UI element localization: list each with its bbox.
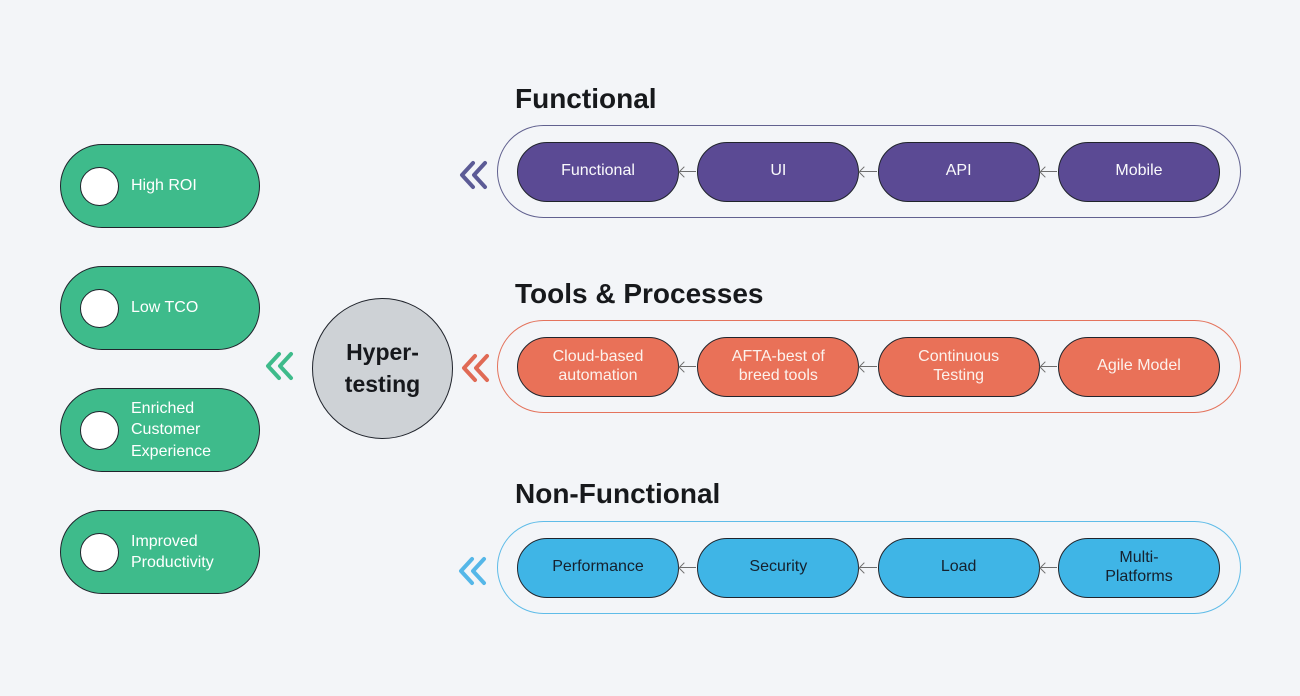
- node-pill: Mobile: [1057, 141, 1220, 202]
- node-pill: Cloud-based automation: [517, 336, 679, 397]
- benefit-label: Improved Productivity: [131, 532, 214, 571]
- bullet-circle-icon: [80, 288, 119, 328]
- benefit-label: Enriched Customer Experience: [131, 400, 212, 460]
- bullet-circle-icon: [80, 410, 119, 450]
- node-pill: Security: [697, 537, 860, 598]
- left-arrow-connector: [860, 366, 877, 367]
- red-double-chevron-icon: [462, 354, 489, 382]
- benefit-pill: Low TCO: [60, 266, 260, 350]
- benefit-pill: High ROI: [60, 144, 260, 228]
- node-pill: Load: [877, 537, 1040, 598]
- tools-processes-row-container: Cloud-based automation AFTA-best of bree…: [497, 320, 1241, 413]
- functional-row-container: Functional UI API Mobile: [497, 125, 1241, 218]
- node-pill: Functional: [517, 141, 679, 202]
- left-arrow-connector: [1040, 366, 1057, 367]
- left-arrow-connector: [1040, 567, 1057, 568]
- blue-double-chevron-icon: [459, 557, 486, 585]
- benefit-label: Low TCO: [131, 299, 199, 317]
- row-title-tools-processes: Tools & Processes: [515, 278, 764, 309]
- left-arrow-connector: [860, 171, 877, 172]
- left-arrow-connector: [860, 567, 877, 568]
- node-pill: API: [877, 141, 1040, 202]
- left-arrow-connector: [680, 171, 697, 172]
- row-title-non-functional: Non-Functional: [515, 478, 721, 509]
- benefit-label: High ROI: [131, 177, 197, 195]
- node-pill: AFTA-best of breed tools: [697, 336, 860, 397]
- bullet-circle-icon: [80, 532, 119, 572]
- node-pill: Continuous Testing: [877, 336, 1040, 397]
- benefit-pill: Enriched Customer Experience: [60, 388, 260, 472]
- node-pill: Multi- Platforms: [1057, 537, 1220, 598]
- non-functional-row-container: Performance Security Load Multi- Platfor…: [497, 521, 1241, 614]
- hub-label: Hyper- testing: [344, 339, 421, 397]
- left-arrow-connector: [680, 567, 697, 568]
- left-arrow-connector: [680, 366, 697, 367]
- node-pill: Performance: [517, 537, 679, 598]
- row-title-functional: Functional: [515, 83, 657, 114]
- left-arrow-connector: [1040, 171, 1057, 172]
- benefit-pill: Improved Productivity: [60, 510, 260, 594]
- node-pill: Agile Model: [1057, 336, 1220, 397]
- green-double-chevron-icon: [266, 352, 293, 380]
- hub-circle: Hyper- testing: [312, 298, 453, 439]
- purple-double-chevron-icon: [460, 161, 487, 189]
- node-pill: UI: [697, 141, 860, 202]
- bullet-circle-icon: [80, 166, 119, 206]
